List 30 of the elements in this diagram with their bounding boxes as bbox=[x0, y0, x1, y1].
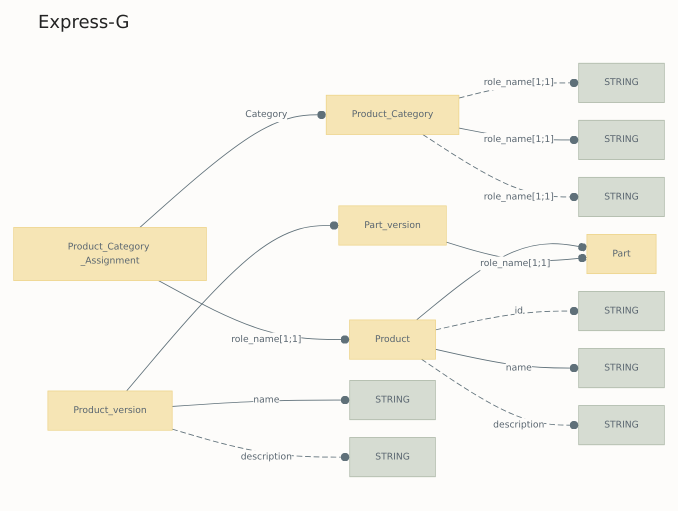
edge-label: description bbox=[493, 420, 544, 430]
edge-label: role_name[1;1] bbox=[480, 258, 550, 269]
edge-label: role_name[1;1] bbox=[484, 191, 554, 202]
node-box: STRING bbox=[578, 405, 665, 446]
connector bbox=[435, 306, 580, 330]
node-box: Product_Category bbox=[326, 94, 460, 135]
edge-label: Category bbox=[245, 109, 288, 120]
node-box: STRING bbox=[349, 380, 436, 420]
edge-label: role_name[1;1] bbox=[484, 134, 554, 146]
connector bbox=[126, 221, 340, 392]
edge-label: name bbox=[506, 362, 532, 374]
node-box: Part bbox=[586, 234, 656, 274]
edge-label: name bbox=[253, 394, 280, 406]
diagram-title: Express-G bbox=[38, 12, 130, 33]
node-box: STRING bbox=[349, 437, 436, 478]
node-box: STRING bbox=[578, 291, 665, 332]
edge-label: id bbox=[514, 306, 523, 316]
node-box: Part_version bbox=[338, 205, 447, 246]
connector bbox=[421, 358, 580, 430]
node-box: STRING bbox=[578, 62, 665, 103]
node-box: Product_Category _Assignment bbox=[13, 227, 207, 281]
node-box: STRING bbox=[578, 348, 665, 388]
node-box: Product_version bbox=[48, 390, 173, 431]
node-box: Product bbox=[349, 320, 436, 360]
node-box: STRING bbox=[578, 176, 665, 217]
edge-label: role_name[1;1] bbox=[484, 77, 554, 88]
connector bbox=[139, 110, 327, 228]
edge-label: description bbox=[240, 452, 292, 462]
edge-label: role_name[1;1] bbox=[231, 334, 302, 345]
node-box: STRING bbox=[578, 120, 665, 160]
